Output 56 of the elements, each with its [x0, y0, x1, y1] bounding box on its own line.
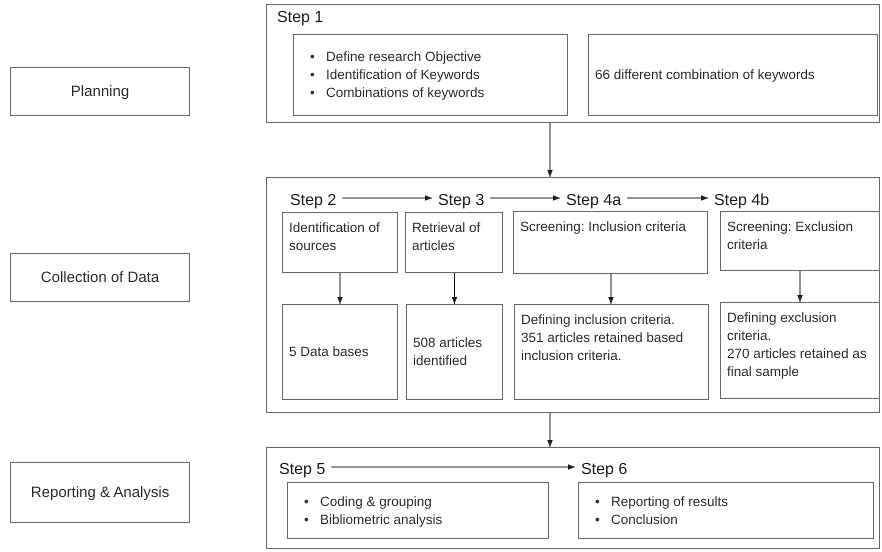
box-text: Retrieval of articles [412, 219, 482, 255]
arrow [330, 464, 576, 470]
process-box [405, 212, 503, 273]
process-box [720, 211, 880, 271]
arrow [626, 195, 708, 201]
phase-box [10, 462, 190, 523]
arrow [337, 272, 343, 304]
step-box [266, 4, 880, 123]
arrow [547, 122, 553, 178]
process-box [287, 482, 549, 539]
bullet-item: • Coding & grouping [304, 492, 433, 510]
box-text: 508 articles identified [413, 334, 484, 370]
box-text: Screening: Inclusion criteria [520, 218, 687, 236]
step-label: Step 3 [438, 192, 484, 210]
box-text: Screening: Exclusion criteria [727, 218, 854, 254]
process-box [282, 304, 398, 400]
bullet-item: • Define research Objective [310, 48, 482, 66]
bullet-item: • Bibliometric analysis [304, 510, 442, 528]
box-text: 351 articles retained based inclusion criteria. [521, 329, 684, 365]
process-box [513, 211, 708, 274]
step-label: Step 2 [290, 192, 336, 210]
group-box [266, 177, 880, 413]
phase-label: Planning [70, 82, 130, 102]
step-label: Step 4a [566, 192, 622, 210]
step-label: Step 5 [279, 461, 326, 479]
box-text: 5 Data bases [289, 343, 369, 361]
box-text: Defining exclusion criteria. [727, 309, 838, 345]
arrow [342, 195, 432, 201]
arrow [490, 195, 560, 201]
phase-label: Reporting & Analysis [30, 483, 170, 503]
step-label: Step 1 [277, 9, 324, 27]
bullet-item: • Conclusion [595, 510, 679, 528]
arrow [452, 272, 458, 304]
process-box [282, 212, 398, 273]
step-label: Step 6 [581, 461, 628, 479]
arrow [547, 412, 553, 448]
process-box [406, 304, 503, 400]
process-box [588, 34, 878, 116]
process-box [578, 482, 874, 539]
process-box [514, 304, 709, 400]
group-box [266, 447, 880, 549]
step-label: Step 4b [714, 192, 770, 210]
process-box [293, 34, 568, 116]
bullet-item: • Reporting of results [595, 492, 728, 510]
box-text: Defining inclusion criteria. [521, 311, 676, 329]
box-text: 270 articles retained as final sample [727, 345, 868, 381]
arrow [608, 274, 614, 304]
phase-box [10, 67, 190, 116]
phase-box [10, 253, 190, 302]
box-text: 66 different combination of keywords [595, 66, 815, 84]
bullet-item: • Combinations of keywords [310, 84, 484, 102]
phase-label: Collection of Data [40, 268, 160, 288]
process-box [720, 302, 880, 399]
bullet-item: • Identification of Keywords [310, 66, 481, 84]
arrow [797, 270, 803, 302]
box-text: Identification of sources [289, 219, 381, 255]
